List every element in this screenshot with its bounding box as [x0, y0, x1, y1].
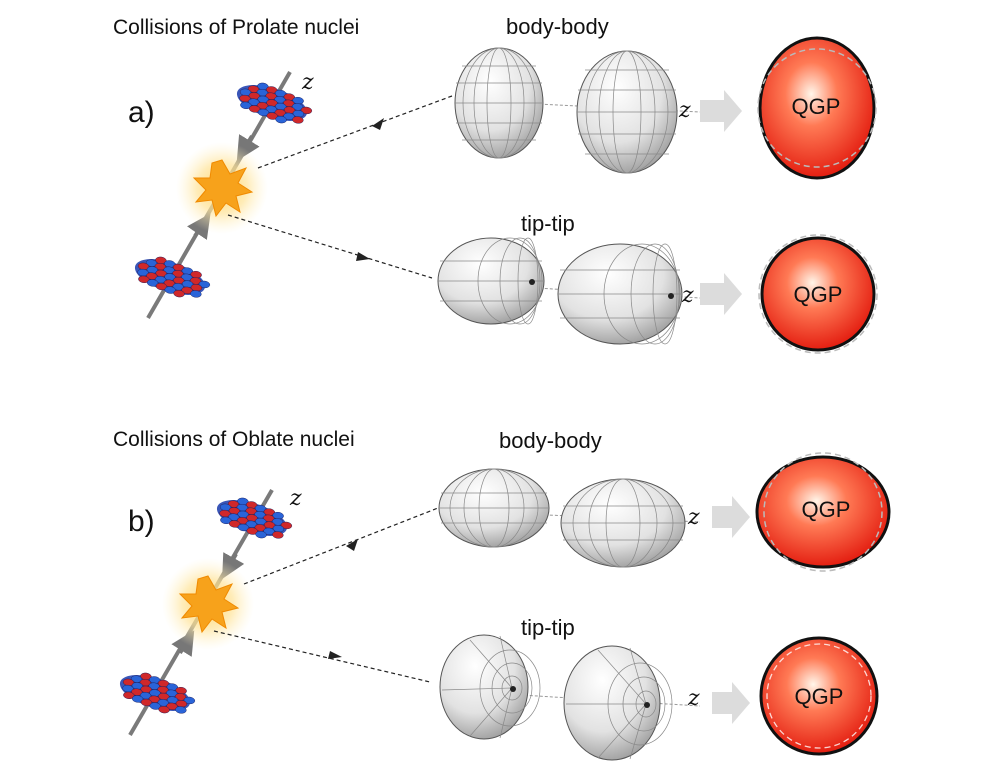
- trajectory-lower: [213, 630, 431, 683]
- prolate-nucleus-tip-left: [437, 237, 545, 325]
- collision-flash-icon: [192, 159, 254, 218]
- panel-b-upper-config: body-body: [499, 428, 602, 453]
- qgp-fireball-tip: [759, 636, 879, 756]
- trajectory-lower: [227, 214, 433, 279]
- trajectory-arrow-lower: [356, 252, 370, 261]
- panel-a-lower-config: tip-tip: [521, 211, 575, 236]
- panel-a-upper-config: body-body: [506, 14, 609, 39]
- result-arrow-icon: [712, 682, 750, 724]
- qgp-label: QGP: [801, 497, 851, 522]
- trajectory-arrow-upper: [372, 118, 384, 130]
- qgp-label: QGP: [793, 282, 843, 307]
- panel-a-label: a): [128, 96, 155, 129]
- panel-a-title: Collisions of Prolate nuclei: [113, 16, 360, 39]
- beam-axis-label: z: [302, 70, 314, 95]
- qgp-fireball-body: [757, 36, 877, 180]
- nucleon-cluster: [122, 672, 196, 714]
- trajectory-arrow-lower: [328, 651, 342, 659]
- collision-flash-icon: [178, 575, 240, 634]
- nucleon-cluster: [219, 497, 293, 539]
- collision-axis-label: z: [688, 686, 700, 711]
- panel-a: [134, 36, 878, 354]
- collision-axis-label: z: [688, 505, 700, 530]
- nucleon: [158, 705, 170, 714]
- prolate-nucleus-tip-right: [557, 243, 683, 345]
- oblate-nucleus-tip-right: [563, 645, 673, 761]
- result-arrow-icon: [712, 496, 750, 538]
- beam-axis-label: z: [290, 486, 302, 511]
- nucleon-layer: [122, 82, 313, 714]
- qgp-fireball-body: [755, 452, 891, 572]
- result-arrow-icon: [700, 90, 742, 132]
- nucleon-cluster: [137, 256, 211, 298]
- panel-b-lower-config: tip-tip: [521, 615, 575, 640]
- prolate-nucleus-body-right: [576, 50, 678, 174]
- nucleon: [255, 530, 267, 539]
- result-arrow-icon: [700, 273, 742, 315]
- prolate-nucleus-body-left: [454, 47, 544, 159]
- qgp-label: QGP: [794, 684, 844, 709]
- nucleon: [173, 289, 185, 298]
- oblate-nucleus-body-right: [560, 478, 686, 568]
- oblate-nucleus-tip-left: [439, 634, 541, 740]
- collision-axis-label: z: [682, 283, 694, 308]
- oblate-nucleus-body-left: [438, 468, 550, 548]
- trajectory-arrow-upper: [346, 539, 358, 551]
- qgp-label: QGP: [791, 94, 841, 119]
- nucleon: [275, 115, 287, 124]
- panel-b-title: Collisions of Oblate nuclei: [113, 428, 355, 451]
- panel-b-label: b): [128, 505, 155, 538]
- nucleon: [175, 706, 187, 714]
- nucleon: [190, 290, 202, 298]
- nucleon: [272, 531, 284, 539]
- nucleon: [292, 116, 304, 124]
- collision-axis-label: z: [679, 98, 691, 123]
- nucleon-cluster: [239, 82, 313, 124]
- qgp-fireball-tip: [758, 234, 878, 354]
